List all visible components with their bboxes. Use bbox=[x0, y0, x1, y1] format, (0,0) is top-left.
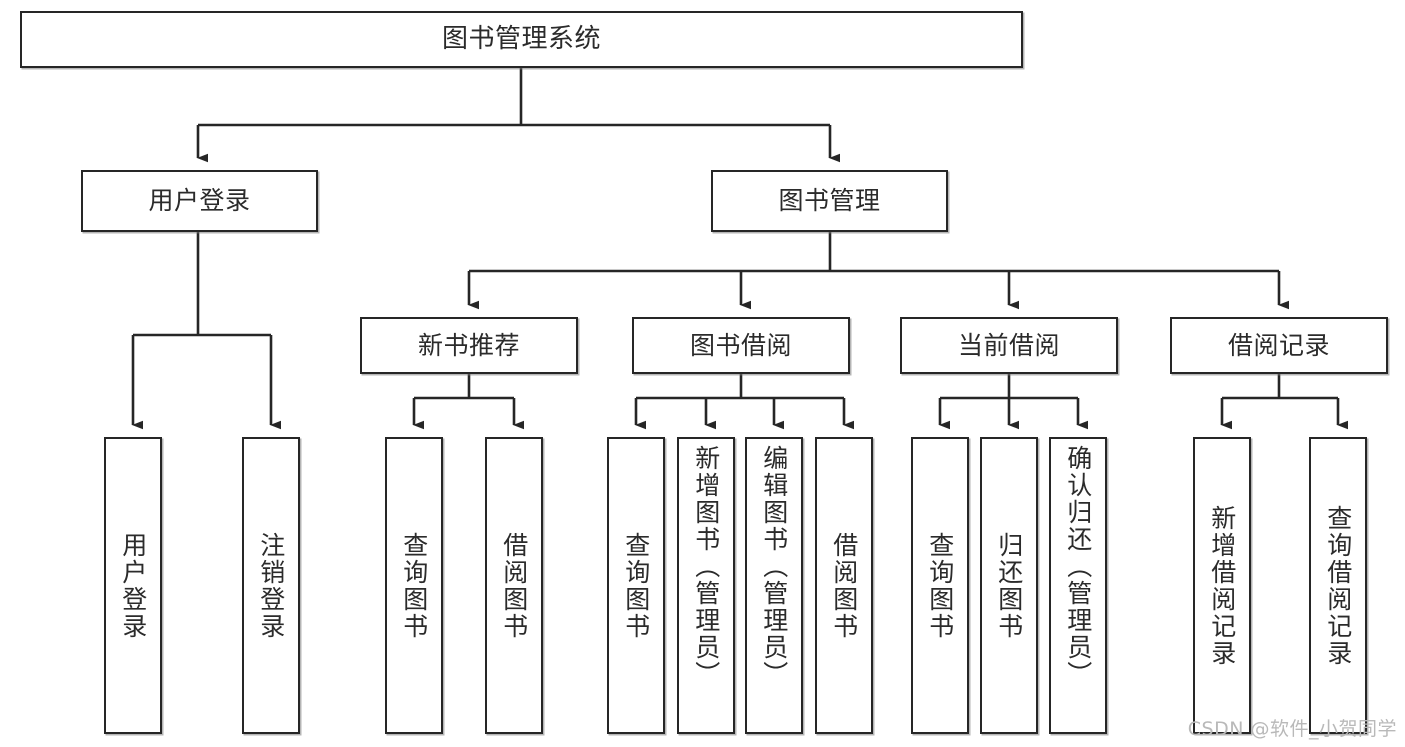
node-leaf-query-book-3[interactable]: 查询图书 bbox=[911, 437, 969, 734]
node-leaf-query-record-label: 查询借阅记录 bbox=[1323, 504, 1353, 667]
node-leaf-logout[interactable]: 注销登录 bbox=[242, 437, 300, 734]
node-leaf-confirm-return[interactable]: 确认归还（管理员） bbox=[1049, 437, 1107, 734]
node-leaf-add-book[interactable]: 新增图书（管理员） bbox=[677, 437, 735, 734]
node-leaf-query-book-1[interactable]: 查询图书 bbox=[385, 437, 443, 734]
node-new-book-recommend[interactable]: 新书推荐 bbox=[360, 317, 578, 374]
node-user-login-label: 用户登录 bbox=[148, 186, 251, 215]
node-current-borrow[interactable]: 当前借阅 bbox=[900, 317, 1118, 374]
node-book-manage[interactable]: 图书管理 bbox=[711, 170, 948, 232]
node-user-login[interactable]: 用户登录 bbox=[81, 170, 318, 232]
node-leaf-confirm-return-label: 确认归还（管理员） bbox=[1063, 445, 1093, 688]
node-leaf-borrow-book-1-label: 借阅图书 bbox=[499, 531, 529, 640]
node-leaf-query-book-3-label: 查询图书 bbox=[925, 531, 955, 640]
node-root-system[interactable]: 图书管理系统 bbox=[20, 11, 1023, 68]
node-book-borrow[interactable]: 图书借阅 bbox=[632, 317, 850, 374]
node-leaf-query-book-1-label: 查询图书 bbox=[399, 531, 429, 640]
node-book-manage-label: 图书管理 bbox=[778, 186, 881, 215]
node-borrow-record-label: 借阅记录 bbox=[1227, 330, 1330, 360]
node-current-borrow-label: 当前借阅 bbox=[957, 330, 1060, 360]
node-leaf-add-record-label: 新增借阅记录 bbox=[1207, 504, 1237, 667]
node-book-borrow-label: 图书借阅 bbox=[689, 330, 792, 360]
node-new-book-recommend-label: 新书推荐 bbox=[417, 330, 520, 360]
node-leaf-edit-book[interactable]: 编辑图书（管理员） bbox=[745, 437, 803, 734]
node-leaf-return-book-label: 归还图书 bbox=[994, 531, 1024, 640]
csdn-watermark: CSDN @软件_小贺同学 bbox=[1187, 718, 1397, 740]
node-leaf-edit-book-label: 编辑图书（管理员） bbox=[759, 445, 789, 688]
node-leaf-logout-label: 注销登录 bbox=[256, 531, 286, 640]
node-leaf-borrow-book-2-label: 借阅图书 bbox=[829, 531, 859, 640]
node-root-system-label: 图书管理系统 bbox=[441, 23, 601, 54]
node-leaf-borrow-book-2[interactable]: 借阅图书 bbox=[815, 437, 873, 734]
node-leaf-query-record[interactable]: 查询借阅记录 bbox=[1309, 437, 1367, 734]
node-leaf-user-login-label: 用户登录 bbox=[118, 531, 148, 640]
node-leaf-query-book-2-label: 查询图书 bbox=[621, 531, 651, 640]
node-leaf-return-book[interactable]: 归还图书 bbox=[980, 437, 1038, 734]
node-leaf-add-record[interactable]: 新增借阅记录 bbox=[1193, 437, 1251, 734]
node-leaf-user-login[interactable]: 用户登录 bbox=[104, 437, 162, 734]
node-leaf-borrow-book-1[interactable]: 借阅图书 bbox=[485, 437, 543, 734]
node-leaf-add-book-label: 新增图书（管理员） bbox=[691, 445, 721, 688]
node-leaf-query-book-2[interactable]: 查询图书 bbox=[607, 437, 665, 734]
node-borrow-record[interactable]: 借阅记录 bbox=[1170, 317, 1388, 374]
